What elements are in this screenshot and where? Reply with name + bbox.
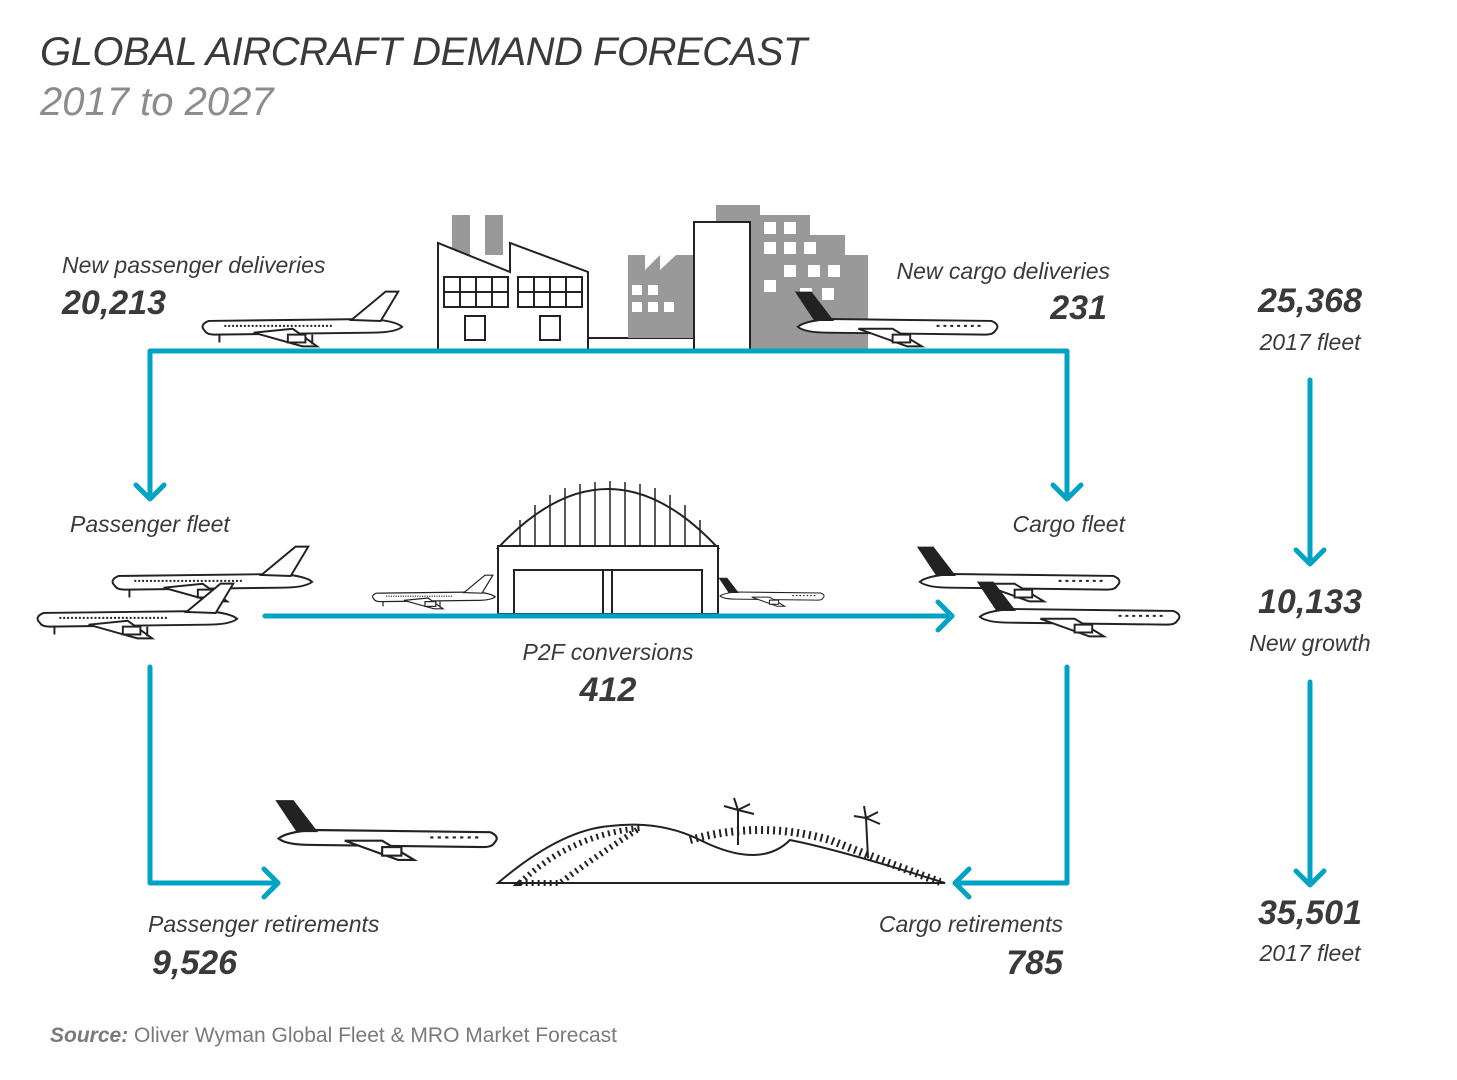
desert-illustration (495, 797, 946, 886)
retired-plane-icon (274, 798, 498, 862)
new-passenger-deliveries-value: 20,213 (62, 284, 166, 322)
source-text: Oliver Wyman Global Fleet & MRO Market F… (134, 1024, 617, 1047)
p2f-conversions-value: 412 (579, 671, 637, 709)
factory-illustration (437, 205, 868, 351)
passenger-retirement-arrow (147, 664, 281, 886)
source-note: Source: Oliver Wyman Global Fleet & MRO … (50, 1024, 617, 1048)
fleet-total-value: 35,501 (1258, 894, 1362, 932)
new-cargo-deliveries-label: New cargo deliveries (896, 258, 1110, 284)
new-growth-value: 10,133 (1258, 583, 1362, 621)
converting-plane-icon (371, 574, 496, 610)
arrow-head (1050, 482, 1084, 502)
arrow-head (1293, 547, 1327, 567)
converted-plane-icon (717, 577, 825, 607)
new-growth-label: New growth (1249, 630, 1371, 656)
arrow-head (1293, 868, 1327, 888)
passenger-fleet-label: Passenger fleet (70, 511, 230, 537)
passenger-plane-icon (201, 290, 404, 348)
page-title: GLOBAL AIRCRAFT DEMAND FORECAST (40, 30, 807, 74)
arrow-head (133, 482, 167, 502)
flow-arrows (133, 348, 1327, 900)
source-prefix: Source: (50, 1024, 129, 1047)
passenger-retirements-label: Passenger retirements (148, 911, 380, 937)
cargo-retirements-label: Cargo retirements (878, 911, 1063, 937)
page-subtitle: 2017 to 2027 (40, 80, 274, 124)
fleet-2017-value: 25,368 (1258, 282, 1362, 320)
delivery-flow-arrow (147, 348, 1070, 500)
cargo-fleet-label: Cargo fleet (1012, 511, 1125, 537)
arrow-head (952, 866, 972, 900)
hangar-illustration (495, 481, 721, 615)
cargo-retirements-value: 785 (1006, 944, 1063, 982)
arrow-head (261, 866, 281, 900)
fleet-2017-label: 2017 fleet (1259, 329, 1361, 355)
arrow-head (935, 599, 955, 633)
new-cargo-deliveries-value: 231 (1050, 289, 1107, 327)
p2f-conversions-label: P2F conversions (522, 639, 694, 665)
cargo-fleet-plane-icon (915, 545, 1121, 603)
cargo-retirement-arrow (952, 664, 1070, 886)
passenger-retirements-value: 9,526 (152, 944, 238, 982)
fleet-total-label: 2017 fleet (1259, 940, 1361, 966)
new-passenger-deliveries-label: New passenger deliveries (62, 252, 326, 278)
